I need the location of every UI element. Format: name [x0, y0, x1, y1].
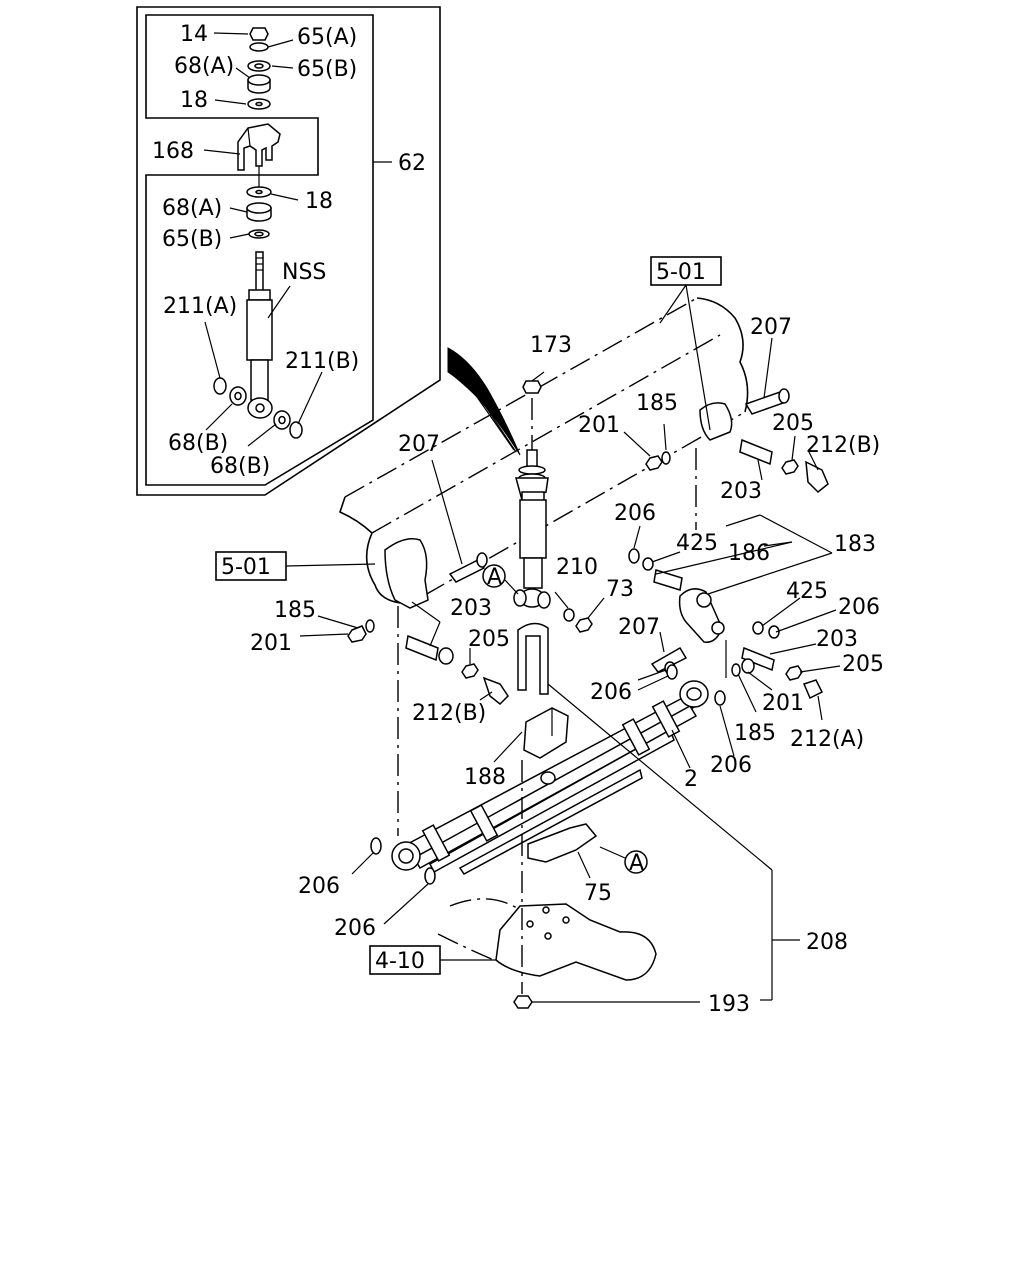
u-bolt-208-icon	[517, 622, 549, 695]
callout-206-b: 206	[838, 595, 880, 620]
callout-425-a: 425	[676, 531, 718, 556]
axle-housing-icon	[437, 898, 657, 981]
callout-75: 75	[584, 881, 612, 906]
callout-62: 62	[398, 151, 426, 176]
callout-18: 18	[180, 88, 208, 113]
ref-box-5-01-left[interactable]: 5-01	[215, 551, 287, 581]
washer-65a-icon	[249, 42, 269, 52]
callout-205-b: 205	[842, 652, 884, 677]
callout-65b-b: 65(B)	[162, 227, 222, 252]
callout-nss: NSS	[282, 260, 326, 285]
callout-210: 210	[556, 555, 598, 580]
callout-212b-front: 212(B)	[412, 701, 486, 726]
ref-5-01-left-label: 5-01	[221, 555, 271, 580]
callout-68b: 68(B)	[168, 431, 228, 456]
callout-73: 73	[606, 577, 634, 602]
callout-212a: 212(A)	[790, 727, 864, 752]
ref-4-10-label: 4-10	[375, 949, 425, 974]
callout-208: 208	[806, 930, 848, 955]
washer-18b-icon	[246, 186, 272, 198]
callout-18b: 18	[305, 189, 333, 214]
washer-206-front-b	[424, 867, 436, 885]
callout-68a: 68(A)	[174, 54, 234, 79]
bushing-68a-b-icon	[246, 202, 272, 222]
bump-stop-188-icon	[523, 707, 569, 759]
rear-upper-bolt-group	[645, 388, 829, 494]
callout-203-b: 203	[816, 627, 858, 652]
callout-168: 168	[152, 139, 194, 164]
nut-73-icon	[575, 617, 593, 633]
rear-hanger-icon	[699, 402, 733, 441]
callout-203-rear: 203	[720, 479, 762, 504]
inset-panel	[136, 6, 441, 496]
bracket-168-icon	[237, 123, 281, 171]
inset-pointer-arrow	[447, 347, 521, 456]
callout-185-front: 185	[274, 598, 316, 623]
washer-210-icon	[563, 608, 575, 622]
bracket-75-icon	[527, 823, 598, 863]
front-bolt-group	[347, 552, 509, 706]
callout-65b: 65(B)	[297, 57, 357, 82]
leaf-spring-icon	[391, 680, 709, 875]
callout-425-b: 425	[786, 579, 828, 604]
callout-173: 173	[530, 333, 572, 358]
marker-a-top: A	[482, 564, 506, 590]
callout-201-front: 201	[250, 631, 292, 656]
callout-207-rear: 207	[750, 315, 792, 340]
washer-206-rear-b	[714, 690, 726, 706]
callout-193: 193	[708, 992, 750, 1017]
callout-211b: 211(B)	[285, 349, 359, 374]
washer-206-rear-a	[666, 664, 678, 680]
bushing-68b-b-icon	[273, 410, 291, 430]
shock-absorber-icon	[246, 251, 273, 419]
washer-206-front-a	[370, 837, 382, 855]
callout-207-front: 207	[398, 432, 440, 457]
ref-box-4-10[interactable]: 4-10	[369, 945, 441, 975]
washer-18-icon	[247, 98, 271, 110]
front-hanger-icon	[384, 538, 429, 609]
callout-68b-b: 68(B)	[210, 454, 270, 479]
ref-5-01-top-label: 5-01	[656, 260, 706, 285]
marker-a-bottom-label: A	[629, 851, 644, 876]
washer-211b-icon	[289, 421, 303, 439]
marker-a-bottom: A	[624, 850, 648, 876]
marker-a-top-label: A	[487, 565, 502, 590]
callout-185-b: 185	[734, 721, 776, 746]
callout-206-c: 206	[590, 680, 632, 705]
callout-206-a: 206	[614, 501, 656, 526]
ref-box-5-01-top[interactable]: 5-01	[650, 256, 722, 286]
callout-201-rear: 201	[578, 413, 620, 438]
main-shock-absorber-icon	[513, 380, 551, 609]
callout-185-rear: 185	[636, 391, 678, 416]
washer-211a-icon	[213, 377, 227, 395]
callout-211a: 211(A)	[163, 294, 237, 319]
callout-201-b: 201	[762, 691, 804, 716]
nut-14-icon	[249, 27, 269, 41]
bushing-68a-icon	[247, 74, 271, 94]
callout-188: 188	[464, 765, 506, 790]
washer-65b-icon	[247, 60, 271, 72]
nut-193-icon	[513, 995, 533, 1009]
callout-68a-b: 68(A)	[162, 196, 222, 221]
callout-186: 186	[728, 541, 770, 566]
bushing-68b-icon	[229, 386, 247, 406]
callout-206-f: 206	[334, 916, 376, 941]
washer-65b-b-icon	[248, 229, 270, 239]
callout-212b-rear: 212(B)	[806, 433, 880, 458]
callout-203-front: 203	[450, 596, 492, 621]
frame-rail	[339, 297, 749, 609]
callout-206-e: 206	[298, 874, 340, 899]
callout-207-mid: 207	[618, 615, 660, 640]
callout-183: 183	[834, 532, 876, 557]
callout-65a: 65(A)	[297, 25, 357, 50]
callout-2: 2	[684, 767, 698, 792]
callout-205-front: 205	[468, 627, 510, 652]
callout-14: 14	[180, 22, 208, 47]
callout-206-d: 206	[710, 753, 752, 778]
callout-205-rear: 205	[772, 411, 814, 436]
